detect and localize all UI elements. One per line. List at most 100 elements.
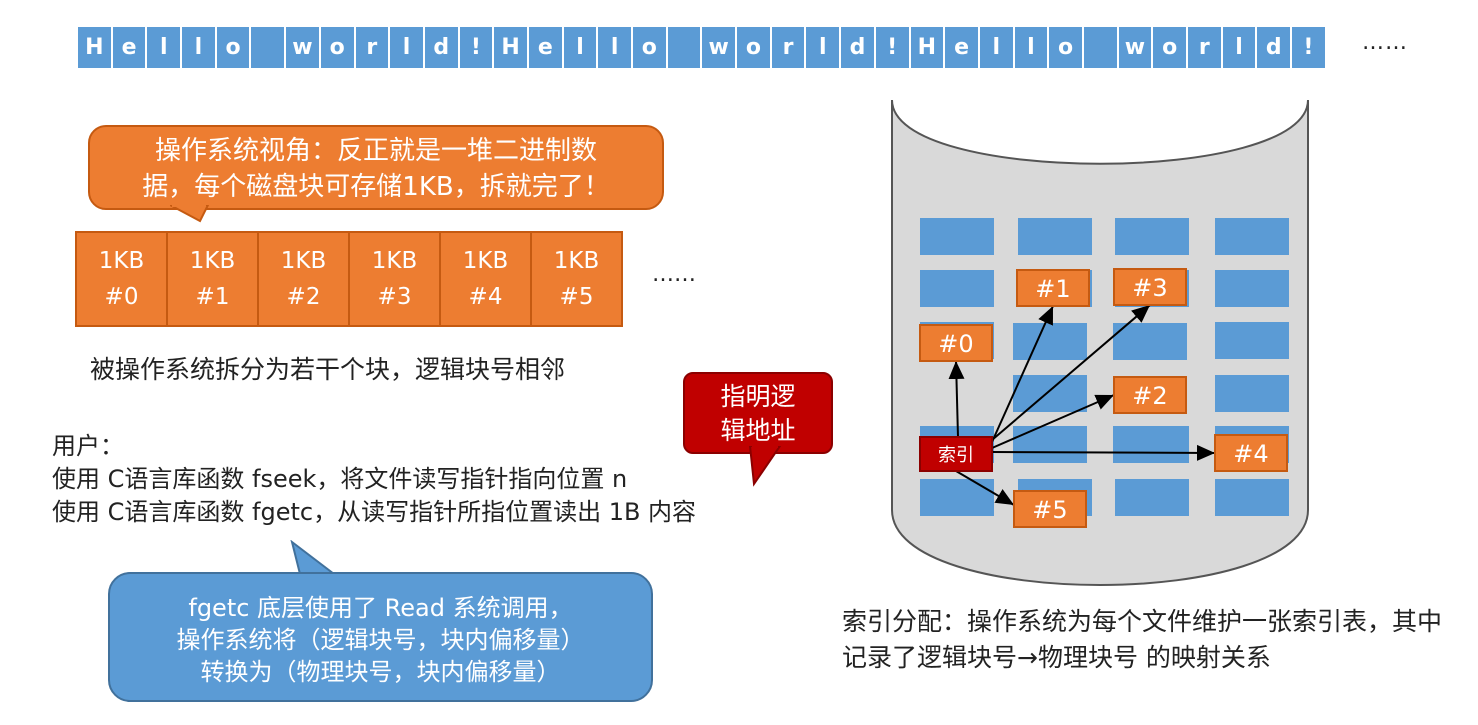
char-cell: H [910, 27, 946, 68]
char-cell: r [355, 27, 391, 68]
disk-block [920, 479, 994, 516]
physical-block: #2 [1113, 376, 1187, 414]
logical-block: 1KB#5 [530, 231, 623, 327]
disk-block [1115, 479, 1189, 516]
disk-block [1215, 479, 1289, 516]
char-cell: o [320, 27, 356, 68]
disk-block [1013, 323, 1087, 360]
index-arrow [948, 360, 965, 438]
block-size: 1KB [98, 248, 145, 274]
char-cell: e [945, 27, 980, 68]
disk-body [891, 99, 1309, 586]
physical-block: #1 [1016, 269, 1090, 307]
disk-block [1113, 426, 1187, 463]
char-cell: r [1188, 27, 1223, 68]
physical-block: #3 [1113, 268, 1187, 306]
blocks-ellipsis: …… [652, 262, 696, 287]
logical-block: 1KB#2 [257, 231, 350, 327]
char-cell: w [1118, 27, 1154, 68]
char-cell: l [1014, 27, 1050, 68]
logical-address-callout: 指明逻 辑地址 [683, 372, 833, 454]
char-cell: e [112, 27, 148, 68]
char-cell: l [147, 27, 183, 68]
char-cell: H [78, 27, 113, 68]
logical-address-callout-text: 指明逻 辑地址 [720, 382, 796, 445]
read-syscall-callout-text: fgetc 底层使用了 Read 系统调用， 操作系统将（逻辑块号，块内偏移量）… [176, 594, 585, 686]
user-fgetc-line: 使用 C语言库函数 fgetc，从读写指针所指位置读出 1B 内容 [52, 498, 697, 526]
block-number: #3 [377, 284, 412, 310]
index-arrow [991, 394, 1115, 449]
disk-block [1113, 323, 1187, 360]
block-number: #1 [195, 284, 230, 310]
char-cell: o [1153, 27, 1188, 68]
user-fseek-line: 使用 C语言库函数 fseek，将文件读写指针指向位置 n [52, 465, 628, 493]
physical-block: #4 [1214, 434, 1288, 472]
index-label: 索引 [938, 445, 974, 466]
physical-block-label: #4 [1233, 440, 1268, 468]
disk-block [1013, 426, 1087, 463]
read-syscall-callout: fgetc 底层使用了 Read 系统调用， 操作系统将（逻辑块号，块内偏移量）… [108, 572, 653, 702]
logical-block: 1KB#3 [348, 231, 441, 327]
physical-block-label: #3 [1132, 274, 1167, 302]
block-size: 1KB [371, 248, 418, 274]
char-cell: d [424, 27, 460, 68]
logical-block: 1KB#4 [439, 231, 532, 327]
block-number: #0 [104, 284, 139, 310]
physical-block: #0 [919, 324, 993, 362]
index-arrow [955, 470, 1015, 506]
disk-block [1115, 218, 1189, 255]
char-cell: l [979, 27, 1015, 68]
char-cell: l [182, 27, 217, 68]
address-callout-tail [748, 446, 782, 487]
os-view-callout-text: 操作系统视角：反正就是一堆二进制数 据，每个磁盘块可存储1KB，拆就完了！ [142, 136, 610, 202]
logical-block: 1KB#1 [166, 231, 259, 327]
char-cell: r [771, 27, 807, 68]
disk-block [1215, 218, 1289, 255]
char-cell: o [216, 27, 252, 68]
block-size: 1KB [189, 248, 236, 274]
index-arrow [991, 304, 1151, 441]
char-cell: w [702, 27, 738, 68]
index-block: 索引 [919, 436, 993, 472]
physical-block: #5 [1013, 490, 1087, 528]
disk-block [920, 270, 994, 307]
index-arrows [948, 304, 1216, 506]
char-cell: ! [875, 27, 911, 68]
index-allocation-caption: 索引分配：操作系统为每个文件维护一张索引表，其中记录了逻辑块号→物理块号 的映射… [842, 607, 1443, 672]
char-cell: o [633, 27, 668, 68]
physical-block-label: #2 [1132, 382, 1167, 410]
disk-block [1215, 322, 1289, 359]
char-cell: l [1222, 27, 1258, 68]
char-cell: d [1257, 27, 1293, 68]
char-cell: ! [459, 27, 495, 68]
char-cell [667, 27, 703, 68]
disk-block [1013, 375, 1087, 412]
physical-blocks: #0 #1 #2 #3 #4 #5 [919, 268, 1288, 528]
char-cell: e [528, 27, 564, 68]
os-view-callout: 操作系统视角：反正就是一堆二进制数 据，每个磁盘块可存储1KB，拆就完了！ [88, 125, 664, 210]
disk-block [920, 218, 994, 255]
block-size: 1KB [280, 248, 327, 274]
disk-block [1215, 375, 1289, 412]
index-arrow [991, 444, 1216, 461]
char-cell: o [1049, 27, 1084, 68]
user-description: 用户： 使用 C语言库函数 fseek，将文件读写指针指向位置 n 使用 C语言… [52, 430, 696, 529]
physical-block-label: #1 [1035, 275, 1070, 303]
char-cell: o [737, 27, 772, 68]
logical-block: 1KB#0 [75, 231, 168, 327]
index-arrow [991, 305, 1054, 443]
char-cell: d [841, 27, 876, 68]
read-callout-tail [290, 540, 337, 575]
char-cell: l [390, 27, 425, 68]
block-number: #5 [559, 284, 594, 310]
char-cell [1083, 27, 1119, 68]
os-callout-tail [170, 205, 210, 223]
physical-block-label: #5 [1032, 496, 1067, 524]
char-cell [251, 27, 287, 68]
blocks-caption: 被操作系统拆分为若干个块，逻辑块号相邻 [90, 355, 566, 384]
char-cell: H [494, 27, 529, 68]
char-cell: l [806, 27, 842, 68]
char-cell: l [563, 27, 599, 68]
